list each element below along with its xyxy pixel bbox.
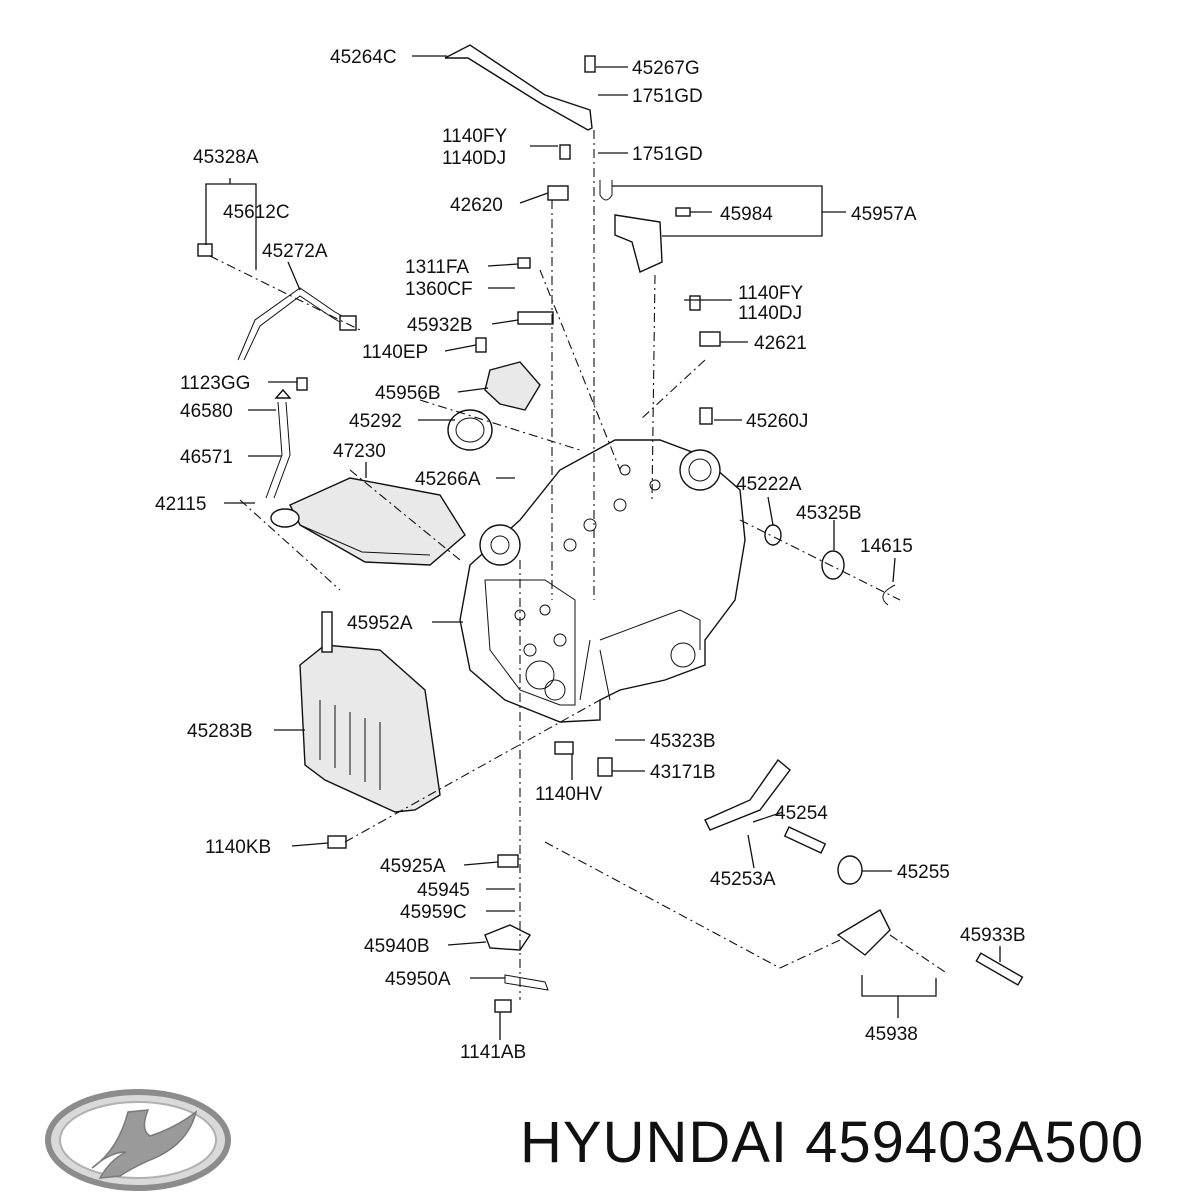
callout-label: 45984 (720, 204, 773, 225)
callout-label: 14615 (860, 536, 913, 557)
callout-label: 1140HV (535, 784, 603, 805)
callout-label: 42115 (155, 494, 206, 515)
oil-cooler-pipe (444, 44, 593, 131)
callout-label: 45254 (775, 803, 828, 824)
callout-label: 45952A (347, 613, 413, 634)
callout-label: 45933B (960, 925, 1026, 946)
leader-lines (205, 55, 1001, 1040)
callout-label: 45325B (796, 503, 862, 524)
oil-pan (299, 611, 441, 813)
callout-label: 45956B (375, 383, 441, 404)
callout-label: 46571 (180, 447, 233, 468)
callout-label: 43171B (650, 762, 716, 783)
callout-label: 42621 (754, 333, 807, 354)
callout-label: 45938 (865, 1024, 918, 1045)
lower-bolts (197, 55, 713, 1013)
callout-label: 45255 (897, 862, 950, 883)
callout-label: 45260J (746, 411, 808, 432)
dipstick-tube (237, 287, 357, 499)
speed-sensors (517, 185, 721, 347)
callout-label: 1140KB (205, 837, 271, 858)
brand-name: HYUNDAI (520, 1110, 789, 1175)
callout-label: 45925A (380, 856, 446, 877)
callout-label: 45272A (262, 241, 328, 262)
callout-label: 46580 (180, 401, 233, 422)
callout-label: 45253A (710, 869, 776, 890)
callout-label: 1751GD (632, 144, 703, 165)
callout-label: 1140FY (442, 126, 507, 147)
callout-label: 1140DJ (442, 148, 506, 169)
callout-label: 1360CF (405, 279, 473, 300)
inhibitor-switch (447, 361, 541, 451)
callout-label: 1140FY (738, 283, 803, 304)
callout-label: 45957A (851, 204, 917, 225)
callout-label: 45266A (415, 469, 481, 490)
shift-bracket (599, 180, 663, 273)
callout-label: 1751GD (632, 86, 703, 107)
install-lines (209, 130, 946, 1000)
callout-labels: 45264C 45267G 1751GD 1140FY 1140DJ 1751G… (155, 47, 1026, 1063)
callout-label: 45950A (385, 969, 451, 990)
callout-label: 45932B (407, 315, 473, 336)
shift-lever-assembly (704, 524, 1024, 986)
callout-label: 45612C (223, 202, 290, 223)
hyundai-logo-icon (45, 1089, 231, 1191)
callout-label: 1140DJ (738, 303, 802, 324)
callout-label: 45283B (187, 721, 253, 742)
callout-label: 45323B (650, 731, 716, 752)
callout-label: 1311FA (405, 257, 469, 278)
callout-label: 45222A (736, 474, 802, 495)
callout-label: 47230 (333, 441, 386, 462)
callout-label: 1141AB (460, 1042, 526, 1063)
callout-label: 42620 (450, 195, 503, 216)
transaxle-case (459, 439, 746, 723)
brand-title: HYUNDAI 459403A500 (520, 1100, 1144, 1186)
callout-label: 45264C (330, 47, 397, 68)
callout-label: 45267G (632, 58, 700, 79)
callout-label: 1123GG (180, 373, 250, 394)
callout-label: 45292 (349, 411, 402, 432)
callout-label: 45940B (364, 936, 430, 957)
callout-label: 1140EP (362, 342, 428, 363)
callout-label: 45328A (193, 147, 259, 168)
callout-label: 45959C (400, 902, 467, 923)
oil-filter (270, 477, 466, 566)
callout-label: 45945 (417, 880, 470, 901)
part-number: 459403A500 (805, 1110, 1145, 1175)
